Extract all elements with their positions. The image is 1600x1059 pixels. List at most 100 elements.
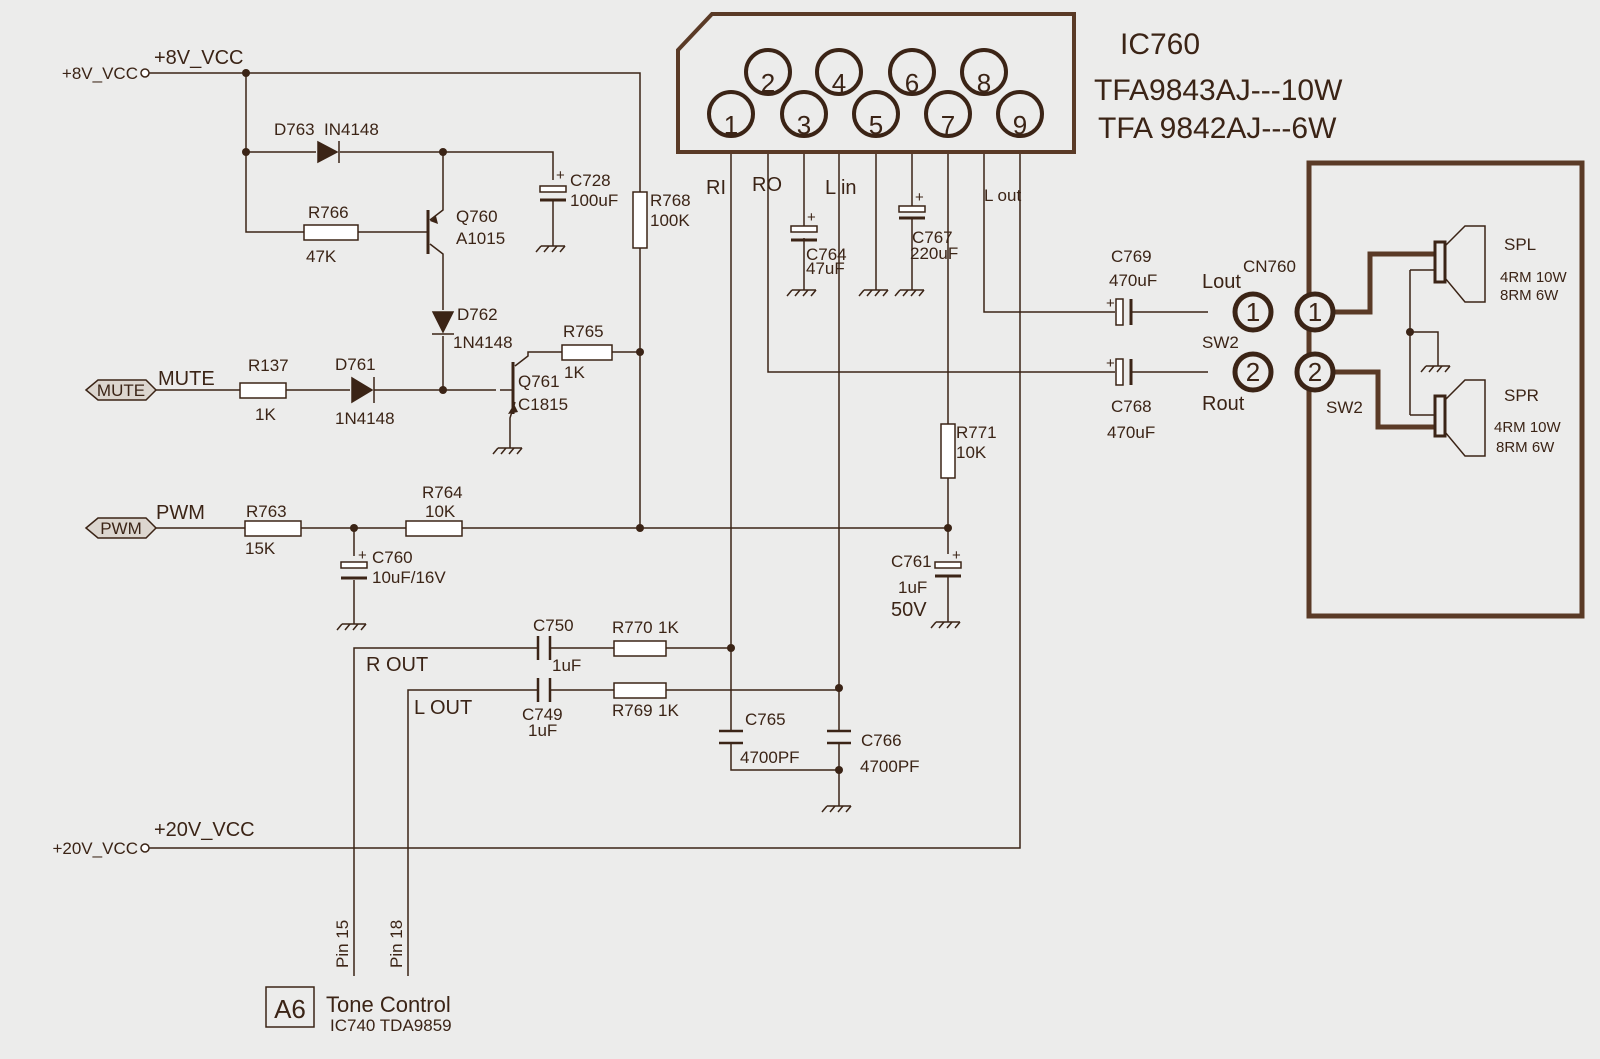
c750-ref: C750 [533, 616, 574, 635]
capacitor-c767: + C767 220uF [898, 189, 958, 263]
capacitor-c766: C766 4700PF [827, 729, 920, 776]
q760-ref: Q760 [456, 207, 498, 226]
ic-pin-7: 7 [924, 90, 972, 140]
cn760-pin-2-left: 2 [1232, 351, 1274, 393]
c766-value: 4700PF [860, 757, 920, 776]
c749-ref: C749 [522, 705, 563, 724]
ic-part-1: TFA9843AJ---10W [1094, 74, 1343, 107]
mute-tag: MUTE [97, 381, 145, 400]
pin-label-ro: RO [752, 174, 782, 196]
resistor-r771: R771 10K [940, 423, 997, 479]
d762-ref: D762 [457, 305, 498, 324]
capacitor-c765: C765 4700PF [719, 710, 800, 767]
r-out-label: R OUT [366, 654, 428, 676]
spr-label: SPR [1504, 386, 1539, 405]
mute-input: MUTE MUTE [84, 368, 215, 401]
ic-pin-2: 2 [744, 48, 792, 98]
ground-symbols [336, 237, 1451, 813]
q761-value: C1815 [518, 395, 568, 414]
r763-ref: R763 [246, 502, 287, 521]
transistor-q761: Q761 C1815 [500, 362, 568, 414]
resistor-r766: R766 47K [303, 203, 359, 266]
capacitor-c750: C750 1uF [533, 616, 581, 675]
resistor-r763: R763 15K [244, 502, 302, 558]
pin-label-lout: L out [984, 186, 1021, 205]
cn760-ref: CN760 [1243, 257, 1296, 276]
junction-dots [242, 69, 1414, 774]
cn760-pin-1-left: 1 [1232, 291, 1274, 333]
c764-ref: C764 [806, 245, 847, 264]
ic-pin-5: 5 [852, 90, 900, 140]
d762-value: 1N4148 [453, 333, 513, 352]
pin-label-lin: L in [825, 177, 857, 199]
sw2-right-label: SW2 [1326, 398, 1363, 417]
cn760-pin-2-right: 2 [1294, 351, 1336, 393]
r769-ref: R769 [612, 701, 653, 720]
r768-ref: R768 [650, 191, 691, 210]
tone-control-title: Tone Control [326, 992, 451, 1017]
c768-ref: C768 [1111, 397, 1152, 416]
ic-pin-4: 4 [815, 48, 863, 98]
r763-value: 15K [245, 539, 276, 558]
d763-value: IN4148 [324, 120, 379, 139]
r770-ref: R770 [612, 618, 653, 637]
r766-ref: R766 [308, 203, 349, 222]
speaker-box: 1 2 SW2 SPL 4RM 10W 8RM 6W SPR 4RM 10W 8… [1294, 160, 1585, 619]
capacitor-c749: C749 1uF [522, 678, 563, 740]
vcc20-port-label: +20V_VCC [52, 839, 138, 858]
r137-ref: R137 [248, 356, 289, 375]
tone-control-block: R OUT L OUT Pin 15 Pin 18 A6 Tone Contro… [265, 654, 472, 1035]
supply-8v: +8V_VCC +8V_VCC [62, 47, 244, 83]
c764-value: 47uF [806, 259, 845, 278]
l-out-label: L OUT [414, 697, 472, 719]
connector-cn760: CN760 Lout SW2 Rout 1 2 [1202, 257, 1296, 415]
r771-ref: R771 [956, 423, 997, 442]
r765-ref: R765 [563, 322, 604, 341]
q761-ref: Q761 [518, 372, 560, 391]
pin15-label: Pin 15 [333, 920, 352, 968]
capacitor-c769: + C769 470uF [1106, 247, 1157, 326]
svg-text:+: + [807, 209, 816, 226]
capacitor-c761: + C761 1uF 50V [891, 547, 962, 621]
spl-rating-2: 8RM 6W [1500, 287, 1559, 304]
ic-part-2: TFA 9842AJ---6W [1098, 112, 1337, 145]
r765-value: 1K [564, 363, 585, 382]
vcc20-net-label: +20V_VCC [154, 819, 255, 841]
mute-net-label: MUTE [158, 368, 215, 390]
rout-label: Rout [1202, 393, 1245, 415]
r764-ref: R764 [422, 483, 463, 502]
c761-value: 1uF [898, 578, 927, 597]
r769-value: 1K [658, 701, 679, 720]
c728-value: 100uF [570, 191, 618, 210]
diode-d761: D761 1N4148 [335, 355, 395, 428]
svg-text:+: + [1106, 355, 1115, 372]
tone-control-subtitle: IC740 TDA9859 [330, 1016, 452, 1035]
c761-voltage: 50V [891, 599, 927, 621]
r137-value: 1K [255, 405, 276, 424]
ic760: 1 2 3 4 5 6 7 8 [676, 12, 1343, 205]
pin18-label: Pin 18 [387, 920, 406, 968]
svg-text:9: 9 [1013, 110, 1027, 140]
r768-value: 100K [650, 211, 690, 230]
resistor-r137: R137 1K [239, 356, 289, 424]
cn760-pin-1-right: 1 [1294, 291, 1336, 333]
c765-ref: C765 [745, 710, 786, 729]
pwm-input: PWM PWM [84, 502, 205, 539]
c765-value: 4700PF [740, 748, 800, 767]
capacitor-c764: + C764 47uF [790, 209, 847, 278]
svg-text:4: 4 [832, 68, 846, 98]
spr-rating-1: 4RM 10W [1494, 419, 1562, 436]
r771-value: 10K [956, 443, 987, 462]
ic-pin-6: 6 [888, 48, 936, 98]
capacitor-c728: + C728 100uF [539, 167, 618, 210]
spl-rating-1: 4RM 10W [1500, 269, 1568, 286]
c767-value: 220uF [910, 244, 958, 263]
d761-value: 1N4148 [335, 409, 395, 428]
c760-value: 10uF/16V [372, 568, 446, 587]
speaker-spr: SPR 4RM 10W 8RM 6W [1433, 379, 1562, 457]
lout-label: Lout [1202, 271, 1241, 293]
svg-text:+: + [952, 547, 961, 564]
svg-text:1: 1 [1246, 297, 1260, 327]
vcc8-port-label: +8V_VCC [62, 64, 138, 83]
ic-pin-1: 1 [707, 90, 755, 140]
